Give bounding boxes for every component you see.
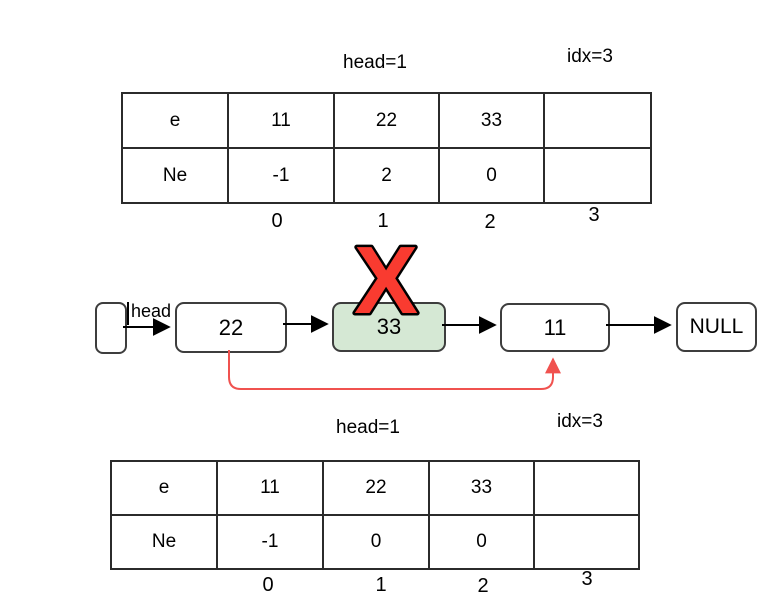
red-bypass-arrow: [228, 350, 561, 390]
row-header-e: e: [121, 92, 229, 149]
table-cell-highlighted-gray: 0: [428, 514, 535, 570]
table-cell: 22: [322, 460, 430, 516]
null-node: NULL: [676, 302, 757, 352]
bottom-index-label: 3: [581, 568, 593, 590]
head-pointer-label: head: [127, 301, 171, 325]
list-node-2-deleted: 33: [332, 302, 446, 352]
top-index-label: 3: [588, 204, 600, 226]
top-index-label: 2: [484, 211, 496, 233]
row-header-ne: Ne: [121, 147, 229, 204]
top-table-row-ne: Ne -1 2 0: [121, 147, 652, 204]
list-node-3: 11: [500, 303, 610, 352]
table-cell: -1: [216, 514, 324, 570]
list-node-value: 11: [543, 314, 567, 340]
row-header-e: e: [110, 460, 218, 516]
top-array-table: e 11 22 33 Ne -1 2 0: [121, 92, 652, 204]
head-pointer-box: [95, 302, 127, 354]
bottom-index-label: 1: [375, 574, 387, 596]
bottom-idx-label: idx=3: [557, 411, 603, 432]
table-cell-highlighted-purple: 0: [322, 514, 430, 570]
top-head-assignment-label: head=1: [343, 52, 407, 73]
table-cell: -1: [227, 147, 335, 204]
list-node-value: 22: [218, 314, 244, 340]
table-cell: 33: [438, 92, 545, 149]
top-index-label: 1: [377, 210, 389, 232]
list-node-value: 33: [376, 314, 402, 339]
bottom-index-label: 2: [477, 575, 489, 597]
row-header-ne: Ne: [110, 514, 218, 570]
bottom-array-table: e 11 22 33 Ne -1 0 0: [110, 460, 640, 570]
table-cell: 11: [216, 460, 324, 516]
bottom-head-assignment-label: head=1: [336, 417, 400, 438]
table-cell: 22: [333, 92, 440, 149]
bottom-index-label: 0: [262, 574, 274, 596]
table-cell: [533, 514, 640, 570]
top-index-label: 0: [271, 210, 283, 232]
top-table-row-e: e 11 22 33: [121, 92, 652, 149]
table-cell: [543, 92, 652, 149]
table-cell: [543, 147, 652, 204]
table-cell: 0: [438, 147, 545, 204]
table-cell-highlighted-gray: 33: [428, 460, 535, 516]
null-label: NULL: [689, 315, 744, 338]
table-cell: 11: [227, 92, 335, 149]
list-node-1: 22: [175, 302, 287, 353]
top-idx-label: idx=3: [567, 46, 613, 67]
table-cell: [533, 460, 640, 516]
table-cell: 2: [333, 147, 440, 204]
bottom-table-row-ne: Ne -1 0 0: [110, 514, 640, 570]
bottom-table-row-e: e 11 22 33: [110, 460, 640, 516]
